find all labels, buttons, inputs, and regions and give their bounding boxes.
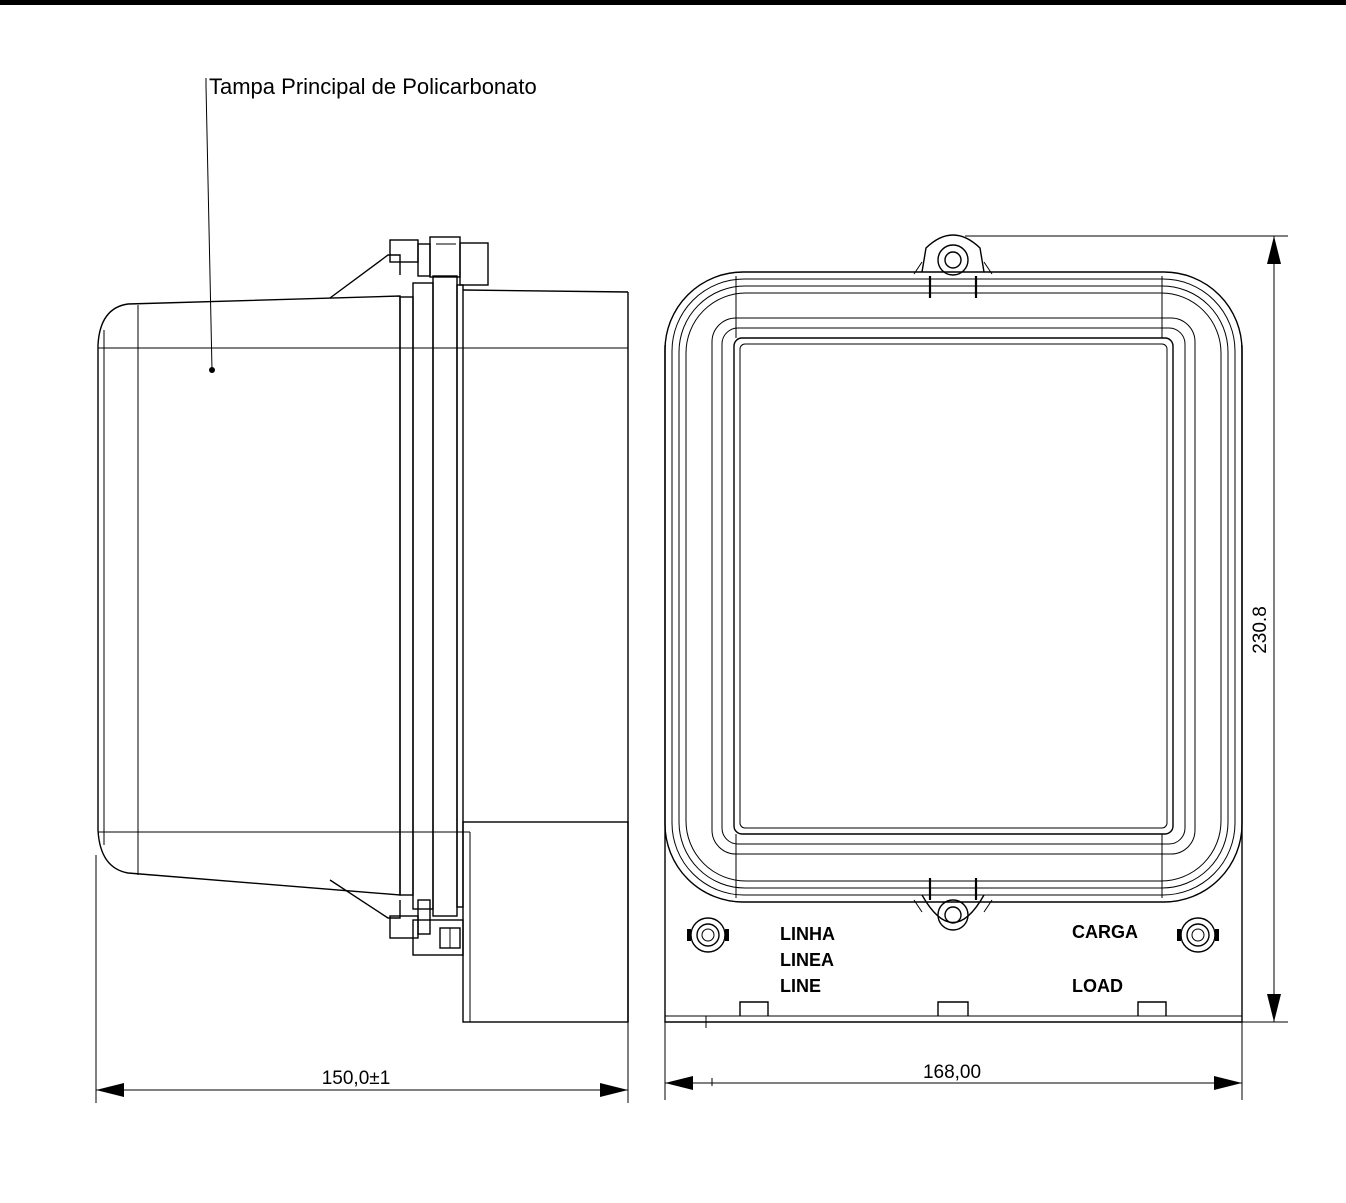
height-dim-value: 230.8	[1250, 606, 1271, 654]
front-frame-5	[711, 317, 1196, 855]
callout-leader-dot	[209, 367, 215, 373]
side-hook-top-3	[429, 236, 461, 278]
front-seal-top-wings	[913, 261, 993, 275]
side-flange-1	[399, 296, 414, 896]
front-seal-top-hole	[944, 251, 962, 269]
front-base-plate	[664, 345, 1243, 1023]
terminal-load-stud	[1177, 917, 1219, 953]
front-slot-right	[1137, 1001, 1167, 1016]
front-frame-2	[671, 278, 1236, 896]
side-hook-top-brace	[329, 254, 401, 299]
terminal-load-outer-ring	[1180, 917, 1216, 953]
terminal-load-middle-ring	[1186, 923, 1210, 947]
front-seal-bottom-wings	[913, 899, 993, 913]
height-dim-arrow-top	[1267, 236, 1281, 264]
side-width-dimension: 150,0±1	[95, 855, 629, 1103]
front-seal-top-ring	[937, 244, 969, 276]
front-window-inner	[739, 343, 1168, 829]
callout-label: Tampa Principal de Policarbonato	[209, 74, 537, 99]
front-seal-bottom-body	[921, 894, 985, 923]
front-slot-left	[739, 1001, 769, 1016]
side-dim-arrow-left	[96, 1083, 124, 1097]
terminal-load-tab-left	[1177, 929, 1181, 941]
front-frame-3	[678, 285, 1229, 889]
top-border-bar	[0, 0, 1346, 5]
side-flange-3	[432, 275, 458, 917]
side-hook-top-2	[417, 243, 431, 277]
side-terminal-block	[462, 821, 629, 1023]
front-dim-arrow-left	[665, 1076, 693, 1090]
side-hook-bottom-brace	[329, 879, 401, 919]
terminal-line-center	[701, 928, 715, 942]
terminal-load-center	[1191, 928, 1205, 942]
terminal-line-outer-ring	[690, 917, 726, 953]
front-width-dimension: 168,00	[664, 1022, 1243, 1100]
side-hook-bottom-2	[417, 899, 431, 935]
front-dim-value: 168,00	[923, 1062, 981, 1083]
side-cover-outline	[97, 295, 401, 896]
side-dim-value: 150,0±1	[322, 1068, 391, 1089]
terminal-line-tab-right	[725, 929, 729, 941]
front-frame-4	[685, 292, 1222, 882]
line-label-pt: LINHA	[780, 924, 835, 944]
front-view: LINHA LINEA LINE CARGA LOAD	[664, 234, 1243, 1028]
side-flange-4	[456, 284, 464, 908]
side-view: Tampa Principal de Policarbonato	[97, 74, 629, 1023]
load-label-pt: CARGA	[1072, 922, 1138, 942]
side-hook-top-1	[389, 239, 419, 263]
front-seal-bottom-ring	[937, 899, 969, 931]
front-frame-6	[721, 327, 1186, 845]
side-hook-bottom-3	[412, 919, 464, 956]
side-dim-arrow-right	[600, 1083, 628, 1097]
side-flange-2	[412, 282, 434, 910]
front-seal-bottom-hole	[944, 906, 962, 924]
callout-leader-line	[205, 78, 213, 371]
terminal-line-middle-ring	[696, 923, 720, 947]
load-label-en: LOAD	[1072, 976, 1123, 996]
height-dim-arrow-bottom	[1267, 994, 1281, 1022]
terminal-line-tab-left	[687, 929, 691, 941]
front-frame-outer	[664, 271, 1243, 903]
front-seal-top-body	[921, 234, 985, 273]
terminal-line-stud	[687, 917, 729, 953]
line-label-en: LINE	[780, 976, 821, 996]
front-dim-arrow-right	[1214, 1076, 1242, 1090]
side-hook-top-4	[459, 242, 489, 286]
front-window	[733, 337, 1174, 835]
side-base-top	[462, 289, 629, 293]
terminal-load-tab-right	[1215, 929, 1219, 941]
side-hook-bottom-1	[389, 915, 419, 939]
front-height-dimension: 230.8	[965, 235, 1288, 1023]
front-slot-center	[937, 1001, 969, 1016]
line-label-es: LINEA	[780, 950, 834, 970]
